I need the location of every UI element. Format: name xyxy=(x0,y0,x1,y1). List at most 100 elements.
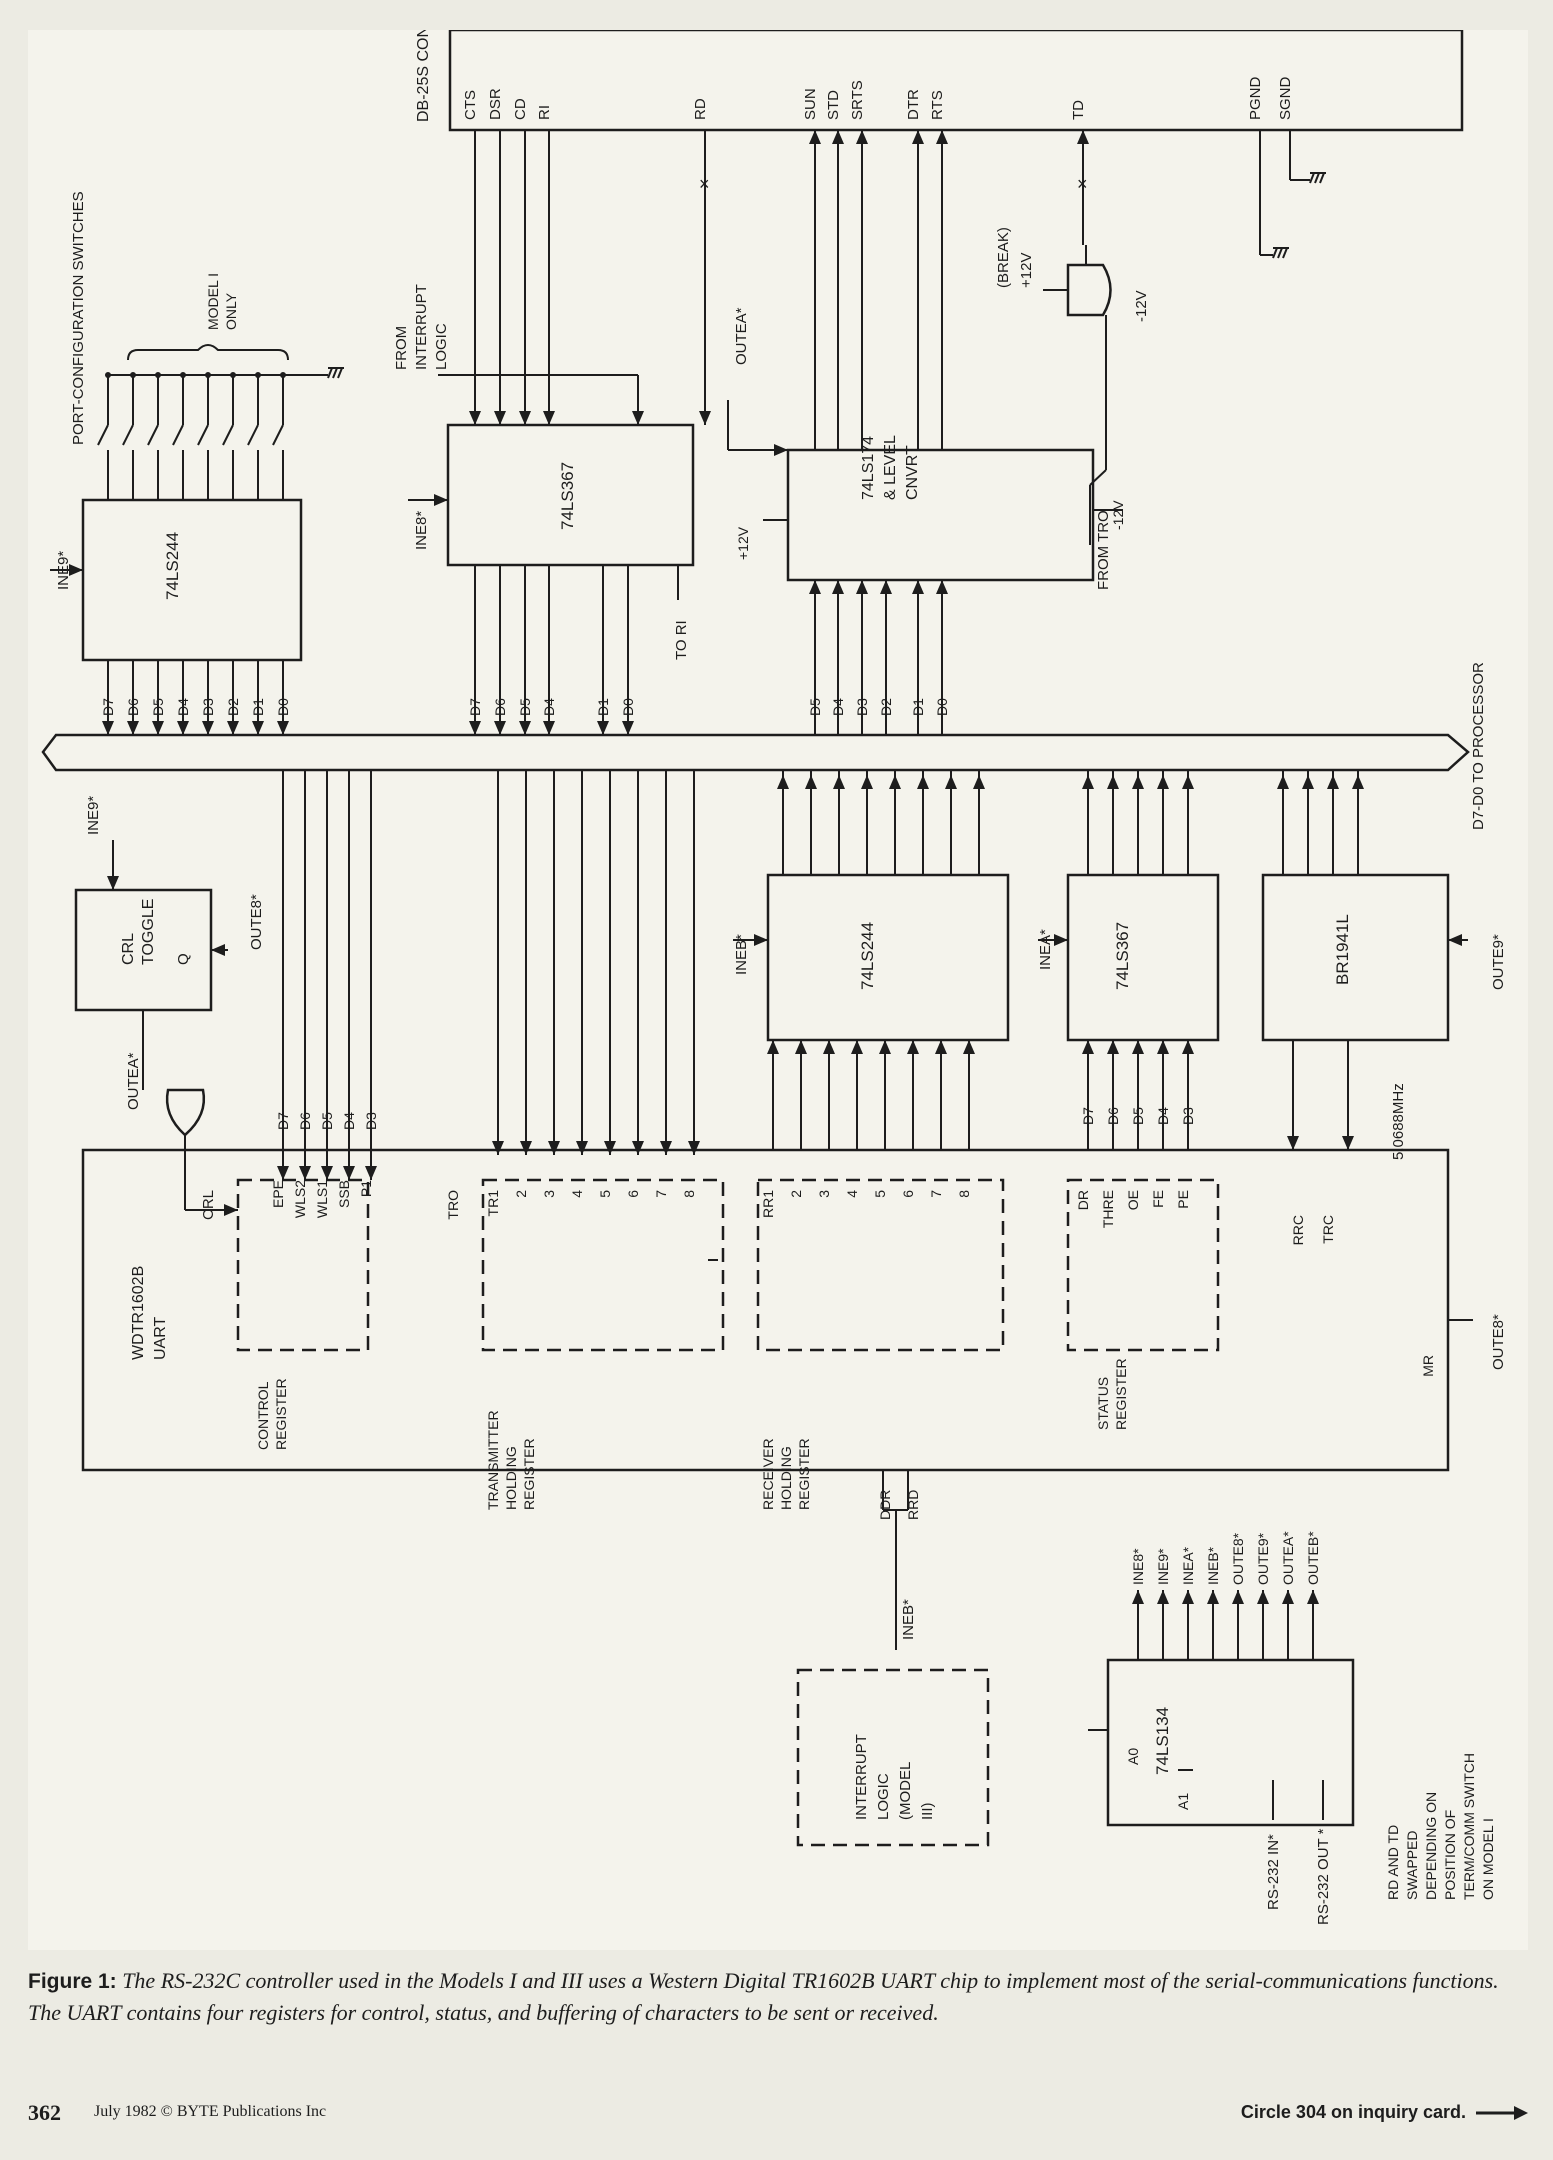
uart-pin-thre: THRE xyxy=(1100,1190,1116,1228)
arrowhead-up xyxy=(1182,1590,1194,1604)
sw-bit-d7: D7 xyxy=(100,698,116,716)
arrowhead-down xyxy=(492,1141,504,1155)
ctrl-bit-d3: D3 xyxy=(363,1112,379,1130)
uart-pin-rr-7: 8 xyxy=(956,1190,972,1198)
page-number: 362 xyxy=(28,2100,61,2125)
arrowhead-up xyxy=(833,775,845,789)
and-gate-crl xyxy=(165,1088,206,1137)
uart-pin-tr-4: 5 xyxy=(597,1190,613,1198)
arrowhead-up xyxy=(832,130,844,144)
switch-lever xyxy=(97,424,109,446)
to-ri-label: TO RI xyxy=(673,620,690,660)
uart-pin-ssb: SSB xyxy=(336,1180,352,1208)
decoder-out-outeb: OUTEB* xyxy=(1305,1531,1321,1585)
ls174-bit-1: D4 xyxy=(830,698,846,716)
arrowhead-right xyxy=(1054,934,1068,946)
arrowhead-up xyxy=(1082,1040,1094,1054)
publication-line: July 1982 © BYTE Publications Inc xyxy=(94,2103,327,2120)
connector-pin-td: TD xyxy=(1070,100,1087,120)
arrow-right-icon xyxy=(1476,2105,1528,2120)
connector-pin-cd: CD xyxy=(512,98,529,120)
arrowhead-up xyxy=(1107,775,1119,789)
arrowhead-up xyxy=(1277,775,1289,789)
ls174-bit-3: D2 xyxy=(878,698,894,716)
arrowhead-down xyxy=(632,1141,644,1155)
clock-label: 5.0688MHz xyxy=(1390,1083,1407,1160)
rs232-out-label: RS-232 OUT * xyxy=(1315,1828,1332,1925)
arrowhead-down xyxy=(548,1141,560,1155)
db25-connector xyxy=(448,30,1464,132)
outea-label-b: OUTEA* xyxy=(125,1052,142,1110)
connector-pin-dsr: DSR xyxy=(487,88,504,120)
tro-label: TRO xyxy=(445,1190,461,1220)
arrowhead-up xyxy=(879,1040,891,1054)
arrowhead-up xyxy=(1077,130,1089,144)
arrowhead-right xyxy=(434,494,448,506)
switch-lever xyxy=(122,424,134,446)
arrowhead-up xyxy=(1132,1590,1144,1604)
arrowhead-down xyxy=(543,411,555,425)
arrowhead-up xyxy=(1327,775,1339,789)
connector-pin-rts: RTS xyxy=(929,90,946,120)
arrowhead-up xyxy=(851,1040,863,1054)
status-register xyxy=(1066,1178,1220,1352)
uart-pin-fe: FE xyxy=(1150,1190,1166,1208)
chip-label-74ls244-b: 74LS244 xyxy=(858,922,877,990)
ground-hatch xyxy=(1272,247,1278,259)
oute8-label-mr: OUTE8* xyxy=(1490,1314,1507,1370)
status-bit-3: D4 xyxy=(1155,1107,1171,1125)
uart-pin-tr-0: TR1 xyxy=(485,1190,501,1217)
inquiry-text: Circle 304 on inquiry card. xyxy=(1240,2102,1466,2122)
ground-hatch xyxy=(1309,172,1315,184)
uart-pin-oe: OE xyxy=(1125,1190,1141,1210)
arrowhead-down xyxy=(343,1166,355,1180)
ls174-bit-2: D3 xyxy=(854,698,870,716)
ground-hatch xyxy=(332,367,338,379)
connector-pin-srts: SRTS xyxy=(849,80,866,120)
uart-pin-tr-5: 6 xyxy=(625,1190,641,1198)
arrowhead-up xyxy=(1302,775,1314,789)
decoder-out-ineb: INEB* xyxy=(1205,1546,1221,1585)
switches-title: PORT-CONFIGURATION SWITCHES xyxy=(70,191,87,445)
arrowhead-up xyxy=(1307,1590,1319,1604)
control-register xyxy=(236,1178,370,1352)
arrowhead-left xyxy=(1448,934,1462,946)
ineb-label-a: INEB* xyxy=(733,934,750,975)
switch-lever xyxy=(197,424,209,446)
uart-pin-p1: P1 xyxy=(358,1180,374,1197)
minus12-label-b: -12V xyxy=(1110,500,1126,530)
arrowhead-up xyxy=(767,1040,779,1054)
sw-bit-d2: D2 xyxy=(225,698,241,716)
arrowhead-down xyxy=(469,411,481,425)
ls174-bit-0: D5 xyxy=(807,698,823,716)
arrowhead-up xyxy=(1232,1590,1244,1604)
plus12-label: +12V xyxy=(1018,253,1035,288)
bus-label: D7-D0 TO PROCESSOR xyxy=(1470,662,1487,830)
ls367-bit-4: D1 xyxy=(595,698,611,716)
arrowhead-up xyxy=(1157,1040,1169,1054)
break-gate xyxy=(1066,263,1112,317)
chip-label-74ls134: 74LS134 xyxy=(1153,1707,1172,1775)
arrowhead-up xyxy=(809,580,821,594)
arrowhead-up xyxy=(1182,775,1194,789)
arrowhead-down xyxy=(1342,1136,1354,1150)
figure-caption: Figure 1: The RS-232C controller used in… xyxy=(28,1965,1528,2028)
oute9-label-a: OUTE9* xyxy=(1490,934,1507,990)
arrowhead-down xyxy=(299,1166,311,1180)
arrowhead-down xyxy=(520,1141,532,1155)
decoder-out-outea: OUTEA* xyxy=(1280,1531,1296,1585)
arrowhead-up xyxy=(936,130,948,144)
arrowhead-up xyxy=(777,775,789,789)
ctrl-bit-d4: D4 xyxy=(341,1112,357,1130)
arrowhead-down xyxy=(519,721,531,735)
chip-label-74ls367-b: 74LS367 xyxy=(1113,922,1132,990)
break-label: (BREAK) xyxy=(995,227,1012,288)
